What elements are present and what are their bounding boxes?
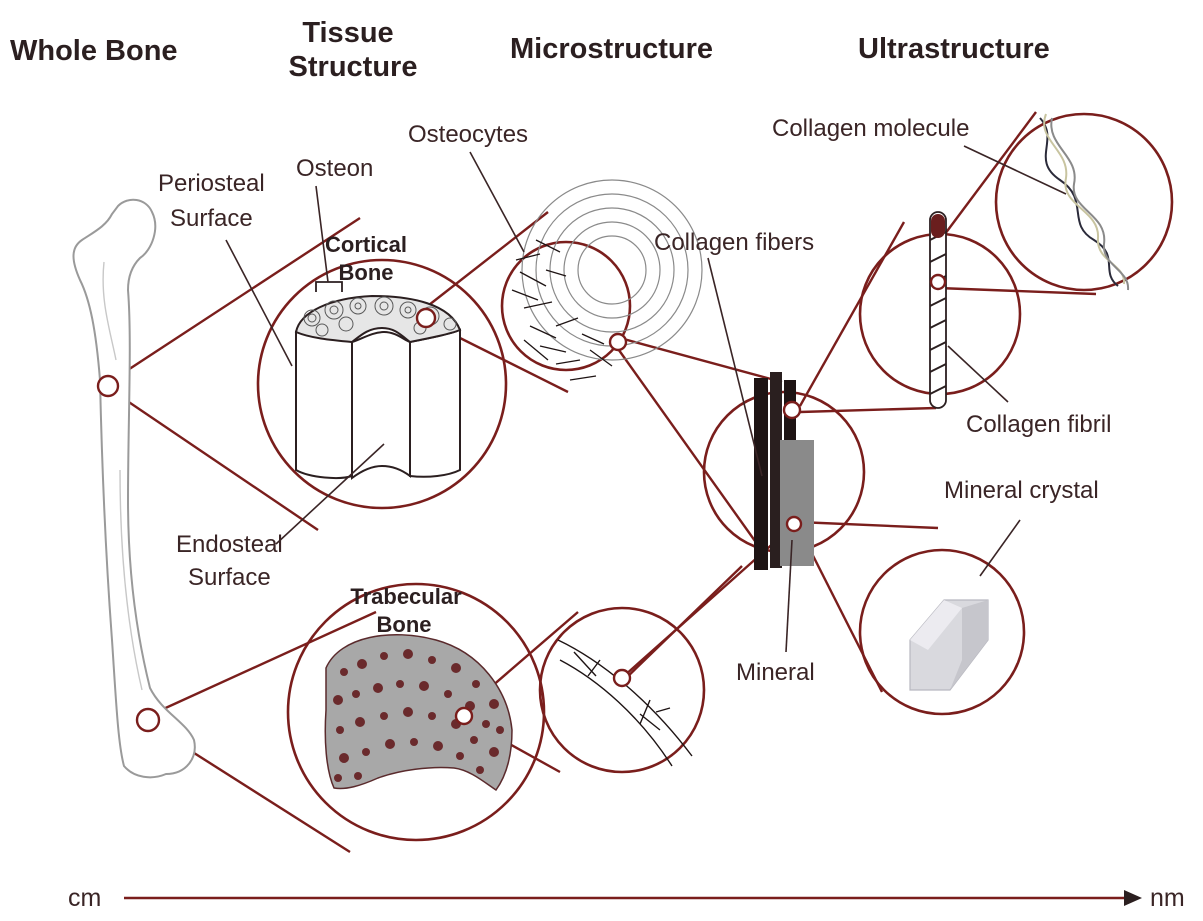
- spot-cortical-osteon: [417, 309, 435, 327]
- spot-fibril: [784, 402, 800, 418]
- connector-osteon-fiber-bottom: [616, 346, 760, 548]
- femur-illustration: [74, 200, 195, 778]
- cortical-wall-left: [296, 332, 352, 478]
- spot-molecule: [931, 275, 945, 289]
- header-tissue-structure-line2: Structure: [289, 51, 418, 83]
- header-microstructure: Microstructure: [510, 33, 713, 65]
- leader-collagen-fibers: [708, 258, 762, 476]
- connector-fiber-fibril-bottom: [800, 408, 936, 412]
- trabecular-mass: [325, 635, 512, 790]
- trabecular-bone-sample: [325, 635, 512, 790]
- header-tissue-structure-line1: Tissue: [302, 17, 393, 49]
- label-collagen-molecule: Collagen molecule: [772, 115, 969, 142]
- leader-periosteal: [226, 240, 292, 366]
- femur-outline: [74, 200, 195, 778]
- header-whole-bone: Whole Bone: [10, 35, 178, 67]
- label-endosteal-line2: Surface: [188, 564, 271, 591]
- label-mineral-crystal: Mineral crystal: [944, 477, 1099, 504]
- connector-osteon-fiber-top: [620, 338, 782, 382]
- label-cortical-line1: Cortical: [325, 232, 407, 257]
- label-mineral: Mineral: [736, 659, 815, 686]
- header-ultrastructure: Ultrastructure: [858, 33, 1050, 65]
- cortical-wall-right: [410, 330, 460, 477]
- collagen-triple-helix: [1040, 114, 1128, 290]
- label-endosteal-line1: Endosteal: [176, 531, 283, 558]
- trabecular-micro-strut: [558, 640, 692, 766]
- label-osteon: Osteon: [296, 155, 373, 182]
- label-cortical-line2: Bone: [339, 260, 394, 285]
- label-collagen-fibril: Collagen fibril: [966, 411, 1111, 438]
- collagen-molecule-circle: [996, 114, 1172, 290]
- connector-micro-fiber-bottom: [624, 566, 742, 680]
- trabecular-micro-circle: [540, 608, 704, 772]
- spot-mineral: [787, 517, 801, 531]
- scale-axis: cm nm: [68, 884, 1185, 912]
- osteon-micro-circle: [502, 242, 630, 370]
- leader-collagen-fibril: [948, 346, 1008, 402]
- axis-label-cm: cm: [68, 884, 101, 912]
- connector-femur-cortical-bottom: [108, 388, 318, 530]
- fibril-tip: [931, 214, 945, 238]
- spot-micro-fiber: [614, 670, 630, 686]
- collagen-fibril: [930, 212, 946, 408]
- axis-arrowhead-icon: [1124, 890, 1142, 906]
- connector-fiber-fibril-top: [800, 222, 904, 406]
- mineral-crystal: [910, 600, 988, 690]
- connector-fiber-crystal-top: [798, 522, 938, 528]
- spot-femur-distal: [137, 709, 159, 731]
- spot-trabecular: [456, 708, 472, 724]
- collagen-fiber-bundle: [754, 372, 814, 570]
- label-osteocytes: Osteocytes: [408, 121, 528, 148]
- mineral-plate: [780, 440, 814, 566]
- axis-label-nm: nm: [1150, 884, 1185, 912]
- zoom-spots: [98, 275, 945, 731]
- osteon-lamellae: [522, 180, 702, 360]
- spot-osteon-fiber: [610, 334, 626, 350]
- leader-mineral-crystal: [980, 520, 1020, 576]
- label-periosteal-line2: Surface: [170, 205, 253, 232]
- spot-femur-shaft: [98, 376, 118, 396]
- leader-osteocytes: [470, 152, 524, 252]
- label-trabecular-line1: Trabecular: [350, 584, 462, 609]
- fibril-shaft: [930, 212, 946, 408]
- label-collagen-fibers: Collagen fibers: [654, 229, 814, 256]
- label-trabecular-line2: Bone: [377, 612, 432, 637]
- cortical-wall-center: [352, 332, 410, 478]
- label-periosteal-line1: Periosteal: [158, 170, 265, 197]
